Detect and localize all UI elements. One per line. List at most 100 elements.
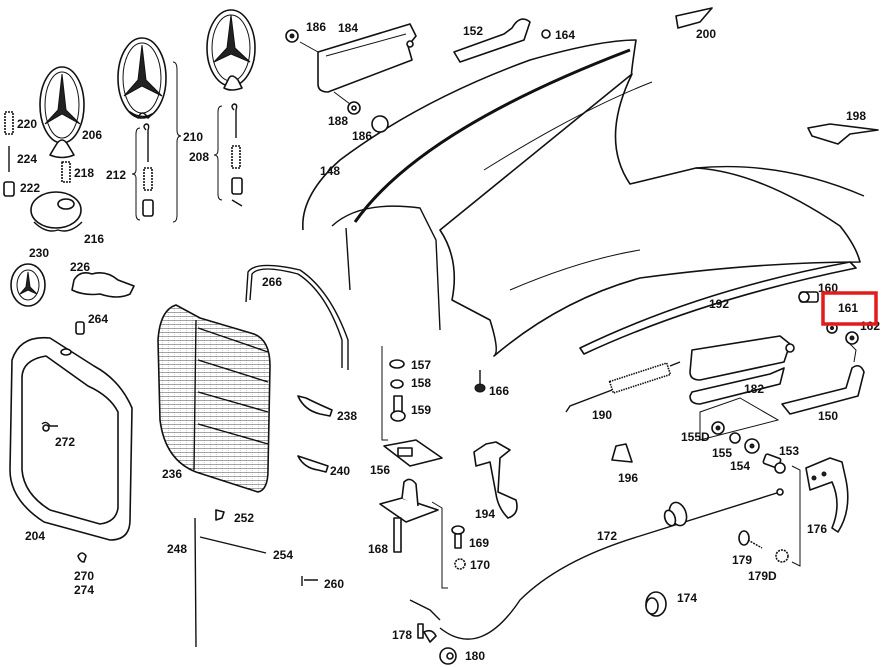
screw-260[interactable] xyxy=(301,576,318,586)
lock-plate-156[interactable] xyxy=(383,439,443,467)
clip-252[interactable] xyxy=(215,509,225,521)
bracket-200[interactable] xyxy=(675,7,713,29)
spring-220[interactable] xyxy=(4,111,14,135)
label-236: 236 xyxy=(162,467,182,481)
label-179: 179 xyxy=(732,553,752,567)
seal-266[interactable] xyxy=(245,264,349,370)
washer-188[interactable] xyxy=(347,101,361,115)
buffer-196[interactable] xyxy=(611,443,633,463)
gasket-226[interactable] xyxy=(71,272,135,298)
label-186-bottom: 186 xyxy=(352,129,372,143)
sleeve-222[interactable] xyxy=(3,181,15,197)
part-labels: 148 150 152 153 154 155 155D 156 157 158… xyxy=(17,20,880,663)
bolt-153[interactable] xyxy=(762,453,786,474)
spring-washer-155[interactable] xyxy=(729,432,741,444)
washer-157[interactable] xyxy=(389,359,405,369)
label-172: 172 xyxy=(597,529,617,543)
nut-186-top[interactable] xyxy=(285,29,299,43)
bolt-186-bottom[interactable] xyxy=(371,115,389,133)
grille-236[interactable] xyxy=(157,304,271,493)
washer-154[interactable] xyxy=(744,438,760,454)
label-218: 218 xyxy=(74,166,94,180)
spring-212[interactable] xyxy=(143,167,153,191)
bracket-198[interactable] xyxy=(807,123,879,145)
lock-washer-179D[interactable] xyxy=(775,549,789,563)
bracket-210 xyxy=(172,61,182,223)
strip-248[interactable] xyxy=(194,517,197,648)
label-204: 204 xyxy=(25,529,45,543)
screw-169[interactable] xyxy=(451,525,465,549)
label-270: 270 xyxy=(74,569,94,583)
hook-212[interactable] xyxy=(143,123,150,162)
clip-270[interactable] xyxy=(77,552,87,563)
label-153: 153 xyxy=(779,444,799,458)
label-260: 260 xyxy=(324,577,344,591)
washer-162[interactable] xyxy=(845,331,859,345)
highlight-box-161[interactable] xyxy=(821,291,878,326)
label-208: 208 xyxy=(189,150,209,164)
label-156: 156 xyxy=(370,463,390,477)
screw-179[interactable] xyxy=(738,530,763,549)
hood-148[interactable] xyxy=(302,39,865,357)
label-178: 178 xyxy=(392,628,412,642)
spring-190[interactable] xyxy=(565,361,681,413)
hinge-bracket-150[interactable] xyxy=(781,364,865,415)
star-base-216[interactable] xyxy=(30,191,83,232)
pin-208[interactable] xyxy=(231,199,243,207)
label-210: 210 xyxy=(183,130,203,144)
badge-230[interactable] xyxy=(10,263,46,307)
label-152: 152 xyxy=(463,24,483,38)
hinge-184[interactable] xyxy=(317,23,417,93)
label-266: 266 xyxy=(262,275,282,289)
spring-208[interactable] xyxy=(231,145,241,169)
bracket-238[interactable] xyxy=(297,395,333,417)
lock-168[interactable] xyxy=(379,478,439,553)
label-206: 206 xyxy=(82,128,102,142)
label-154: 154 xyxy=(730,459,750,473)
bracket-240[interactable] xyxy=(297,455,329,473)
bolt-160[interactable] xyxy=(798,291,819,303)
star-emblem-210[interactable] xyxy=(117,37,167,119)
hook-208[interactable] xyxy=(231,103,238,138)
label-180: 180 xyxy=(465,649,485,663)
bracket-lock-bottom xyxy=(431,501,448,589)
release-handle-176[interactable] xyxy=(805,457,849,533)
nut-155D[interactable] xyxy=(711,421,725,435)
star-emblem-206[interactable] xyxy=(39,66,85,159)
hinge-bracket-152[interactable] xyxy=(453,18,531,63)
label-169: 169 xyxy=(469,536,489,550)
sleeve-208[interactable] xyxy=(231,177,243,195)
bracket-lock-top xyxy=(381,346,388,441)
safety-catch-194[interactable] xyxy=(473,441,518,519)
label-182: 182 xyxy=(744,382,764,396)
lock-pin-166[interactable] xyxy=(474,370,486,393)
screw-272[interactable] xyxy=(41,421,58,432)
lock-washer-170[interactable] xyxy=(454,558,466,570)
star-emblem-208[interactable] xyxy=(206,9,256,91)
label-238: 238 xyxy=(337,409,357,423)
label-159: 159 xyxy=(411,403,431,417)
strip-254[interactable] xyxy=(199,536,267,554)
radiator-shell-204[interactable] xyxy=(9,336,133,541)
seal-strip-192[interactable] xyxy=(579,261,857,355)
clamp-178[interactable] xyxy=(417,623,437,643)
sleeve-212[interactable] xyxy=(142,199,154,217)
bolt-159[interactable] xyxy=(390,395,406,422)
nut-164[interactable] xyxy=(541,29,551,39)
release-cable-172[interactable] xyxy=(409,488,784,640)
label-240: 240 xyxy=(330,464,350,478)
spring-218[interactable] xyxy=(61,161,71,183)
label-184: 184 xyxy=(338,21,358,35)
clip-264[interactable] xyxy=(75,321,85,335)
label-200: 200 xyxy=(696,27,716,41)
bracket-208 xyxy=(213,105,223,201)
spring-washer-158[interactable] xyxy=(390,379,404,389)
grommet-174[interactable] xyxy=(645,591,667,617)
grommet-180[interactable] xyxy=(439,647,457,665)
label-161: 161 xyxy=(838,301,858,315)
bracket-212 xyxy=(131,127,141,221)
label-216: 216 xyxy=(84,232,104,246)
leader-186 xyxy=(299,41,319,53)
leader-188 xyxy=(333,91,351,105)
hinge-182[interactable] xyxy=(689,335,795,405)
